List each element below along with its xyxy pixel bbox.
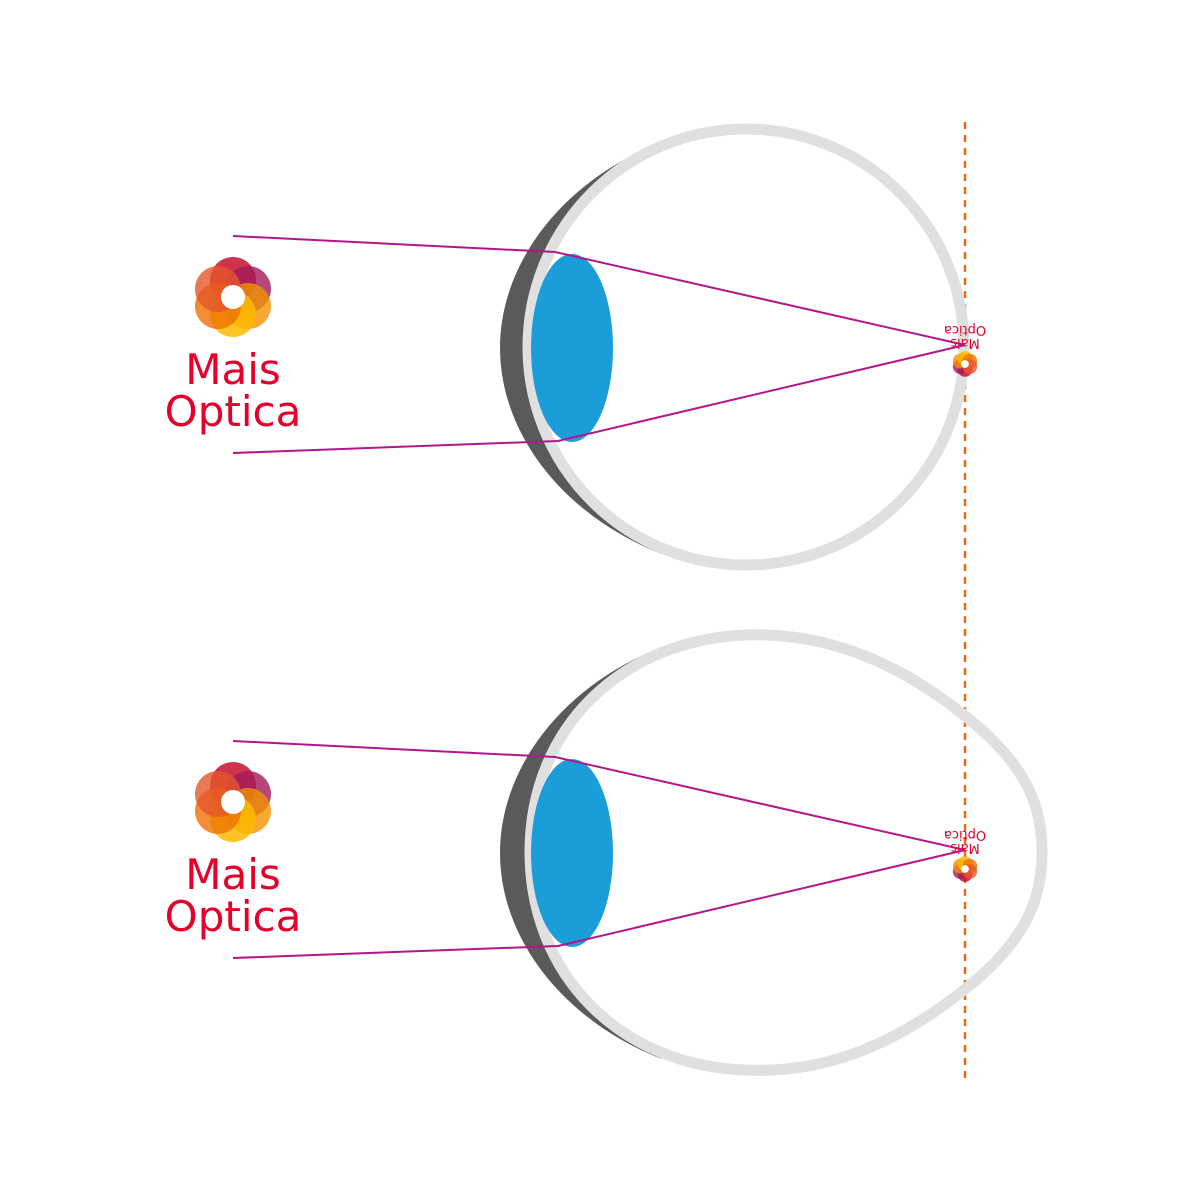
retina-brand-text-optica: Optica (944, 827, 986, 842)
eyeball-wall (522, 123, 970, 571)
crystalline-lens (531, 759, 613, 947)
brand-text-optica: Optica (165, 892, 302, 941)
retina-brand-text-mais: Mais (950, 840, 980, 855)
light-ray-lower (232, 849, 966, 959)
light-ray-upper (232, 740, 966, 851)
retina-image: Mais Optica (944, 827, 986, 882)
logo-mark-icon (195, 762, 271, 842)
logo-mark-icon (952, 351, 978, 377)
crystalline-lens (531, 254, 613, 442)
panel-normal-eye: Mais Optica Mais Optica (165, 123, 986, 571)
eyeball-wall (524, 629, 1048, 1076)
light-ray-lower (232, 344, 966, 454)
retina-image: Mais Optica (944, 322, 986, 377)
brand-text-mais: Mais (185, 345, 281, 394)
object-logo: Mais Optica (165, 257, 302, 436)
retina-brand-text-mais: Mais (950, 335, 980, 350)
logo-mark-icon (952, 856, 978, 882)
object-logo: Mais Optica (165, 762, 302, 941)
cornea (500, 647, 662, 1059)
brand-text-optica: Optica (165, 387, 302, 436)
logo-mark-icon (195, 257, 271, 337)
retina-brand-text-optica: Optica (944, 322, 986, 337)
panel-elongated-eye: Mais Optica Mais Optica (165, 629, 1048, 1076)
brand-text-mais: Mais (185, 850, 281, 899)
light-ray-upper (232, 235, 966, 346)
cornea (500, 142, 662, 554)
